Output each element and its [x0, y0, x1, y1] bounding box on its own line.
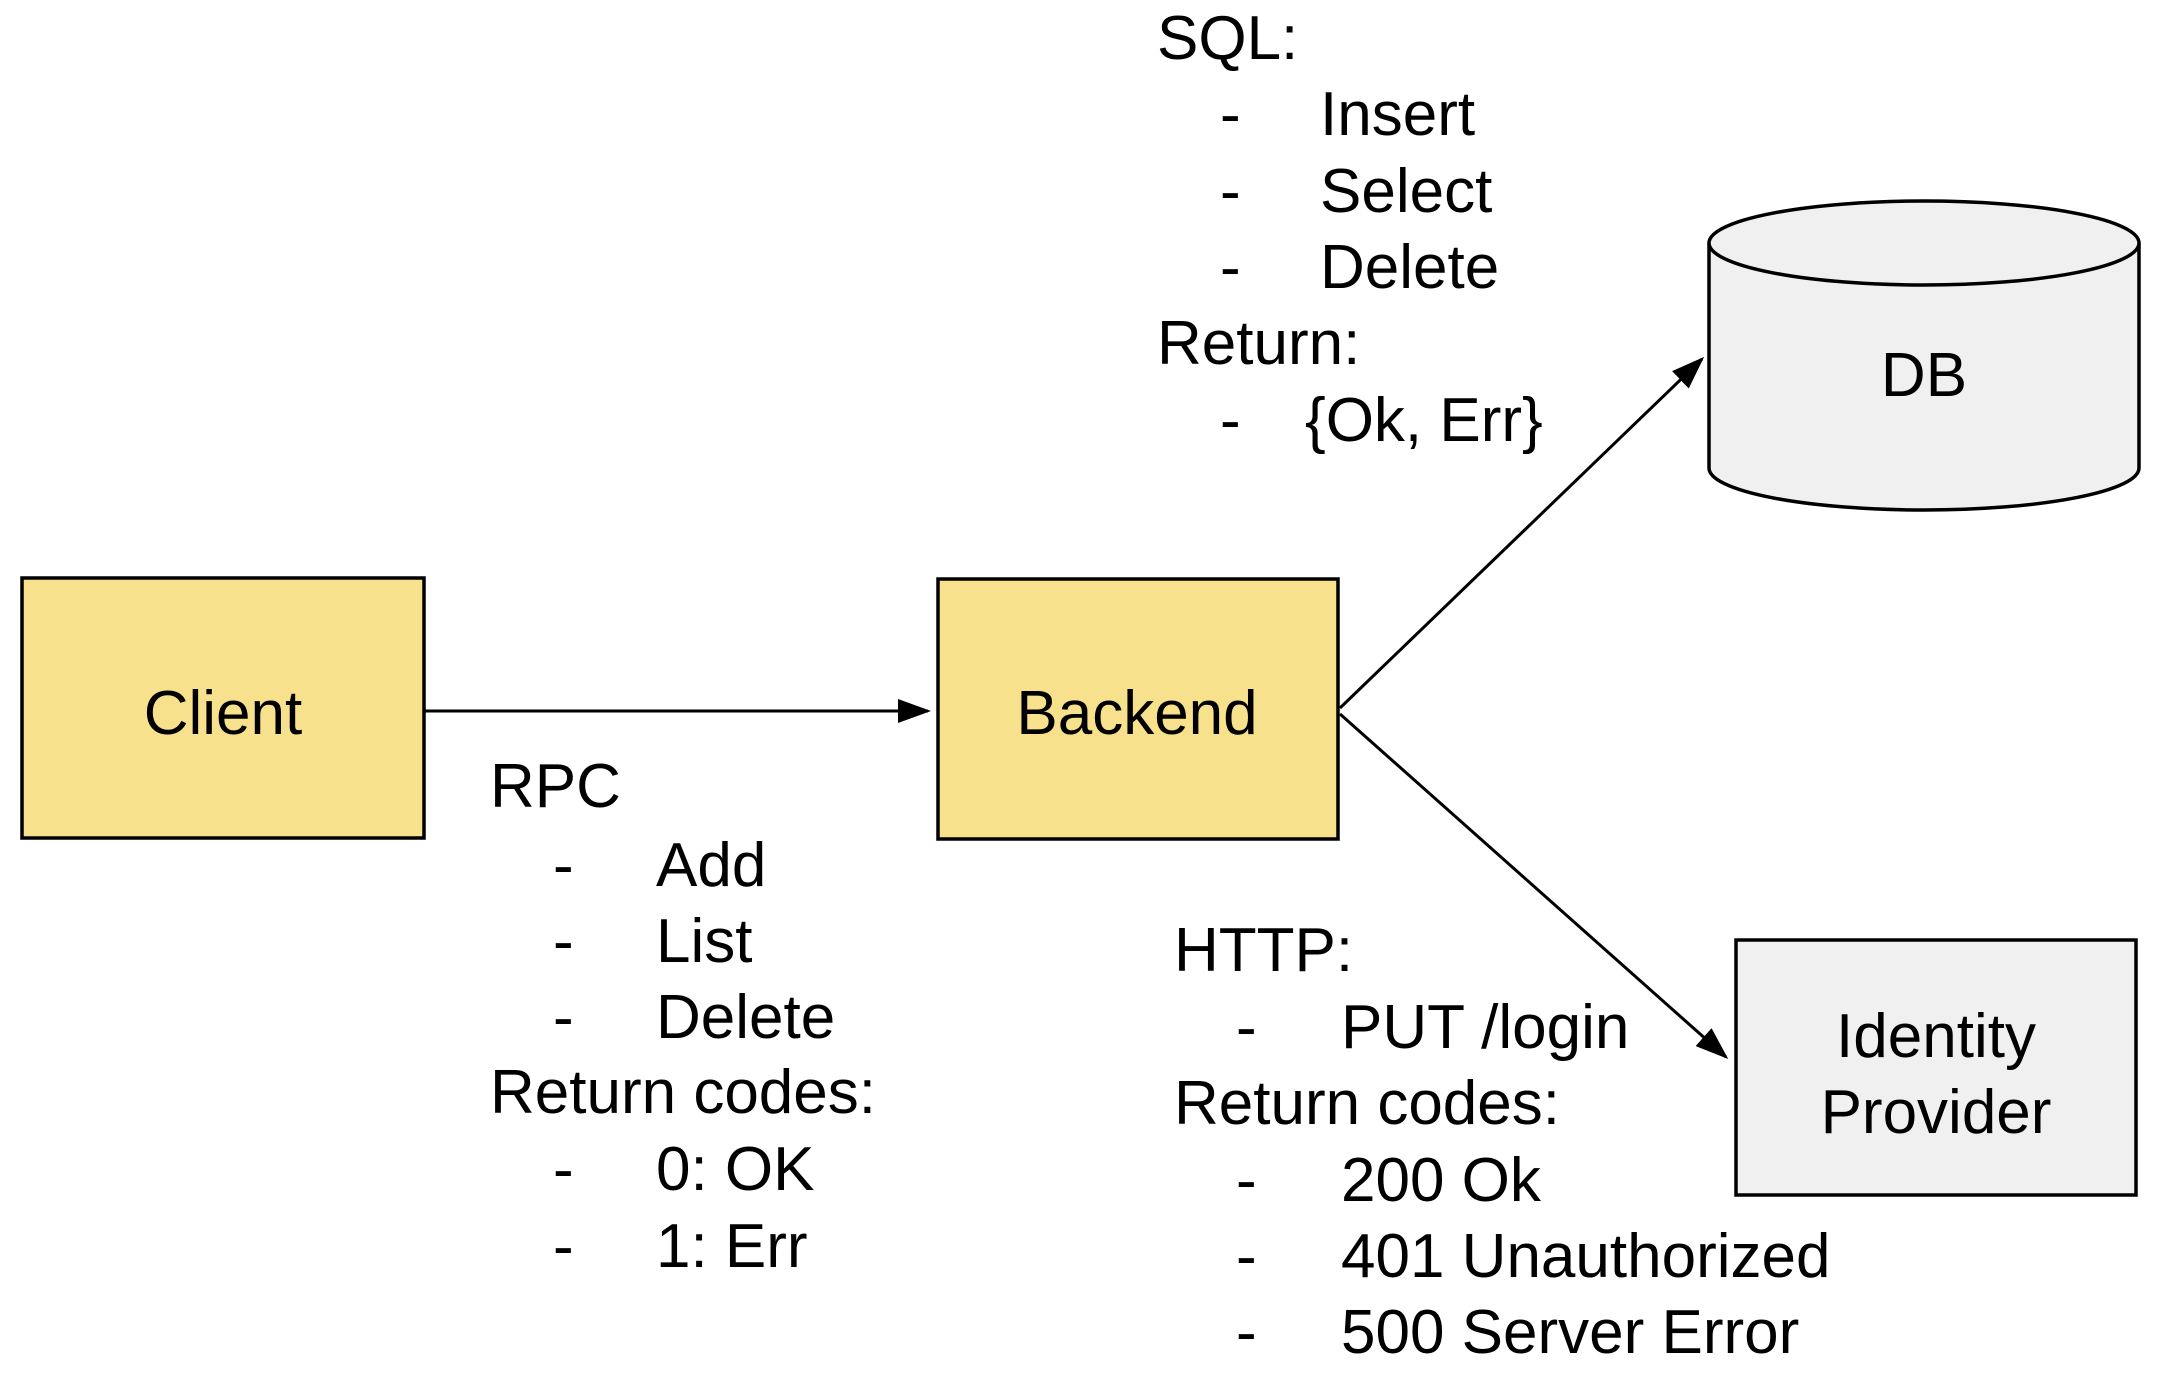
- rpc-item-1: List: [656, 907, 752, 976]
- http-return-item-0: 200 Ok: [1341, 1146, 1542, 1215]
- rpc-return-item-1: 1: Err: [656, 1212, 808, 1281]
- sql-return-item-0-bullet: -: [1220, 386, 1241, 455]
- http-item-0: PUT /login: [1341, 993, 1629, 1062]
- sql-annotation-title: SQL:: [1157, 4, 1298, 73]
- db-cylinder-body: [1707, 243, 2141, 512]
- rpc-return-item-0-bullet: -: [553, 1135, 574, 1204]
- client-node: [20, 576, 426, 840]
- http-return-item-2: 500 Server Error: [1341, 1298, 1799, 1367]
- rpc-item-1-bullet: -: [553, 907, 574, 976]
- sql-item-2: Delete: [1320, 233, 1499, 302]
- db-cylinder-top: [1707, 199, 2141, 287]
- http-return-item-2-bullet: -: [1236, 1298, 1257, 1367]
- rpc-item-0: Add: [656, 831, 766, 900]
- arrow-backend-to-db: [1338, 356, 1705, 710]
- sql-item-2-bullet: -: [1220, 233, 1241, 302]
- rpc-return-item-0: 0: OK: [656, 1135, 815, 1204]
- rpc-item-2: Delete: [656, 983, 835, 1052]
- sql-item-0: Insert: [1320, 80, 1475, 149]
- backend-node-label: Backend: [1016, 679, 1257, 748]
- identity-provider-node: [1734, 938, 2138, 1197]
- sql-item-0-bullet: -: [1220, 80, 1241, 149]
- client-node-label: Client: [144, 679, 303, 748]
- http-annotation-title: HTTP:: [1174, 916, 1353, 985]
- sql-item-1-bullet: -: [1220, 157, 1241, 226]
- http-return-item-0-bullet: -: [1236, 1146, 1257, 1215]
- rpc-item-2-bullet: -: [553, 983, 574, 1052]
- arrow-backend-to-identity-provider: [1339, 712, 1729, 1059]
- sql-item-1: Select: [1320, 157, 1492, 226]
- http-item-0-bullet: -: [1236, 993, 1257, 1062]
- rpc-annotation-title: RPC: [490, 752, 621, 821]
- rpc-item-0-bullet: -: [553, 831, 574, 900]
- identity-provider-label-line-2: Provider: [1821, 1078, 2052, 1147]
- sql-return-title: Return:: [1157, 309, 1360, 378]
- rpc-return-item-1-bullet: -: [553, 1212, 574, 1281]
- http-return-item-1-bullet: -: [1236, 1222, 1257, 1291]
- identity-provider-label-line-1: Identity: [1836, 1002, 2036, 1071]
- rpc-return-title: Return codes:: [490, 1058, 876, 1127]
- backend-node: [936, 577, 1340, 841]
- http-return-title: Return codes:: [1174, 1069, 1560, 1138]
- db-node-label: DB: [1881, 341, 1967, 410]
- http-return-item-1: 401 Unauthorized: [1341, 1222, 1830, 1291]
- sql-return-item-0: {Ok, Err}: [1305, 386, 1543, 455]
